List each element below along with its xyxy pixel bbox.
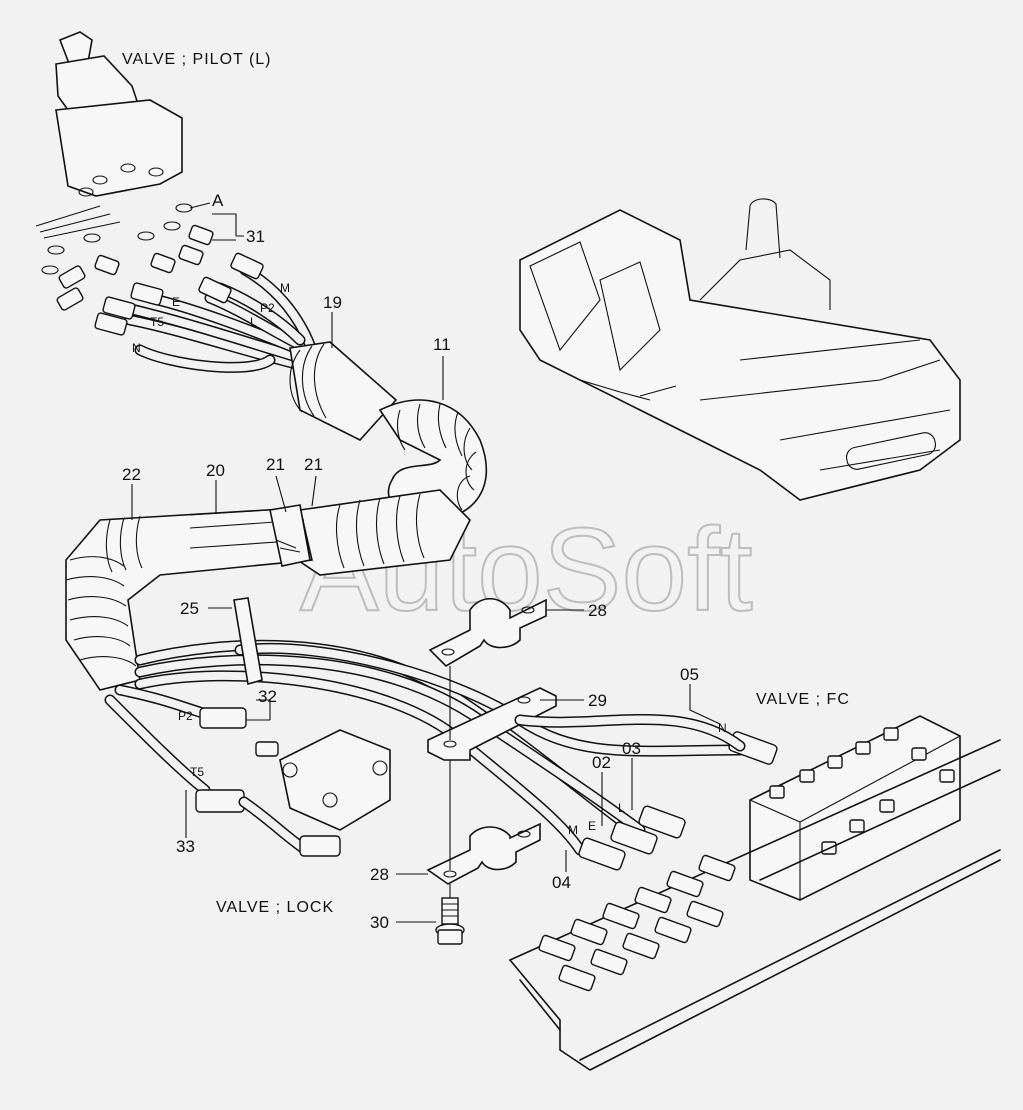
- lock-valve: [255, 729, 391, 857]
- plate-29: [427, 687, 557, 761]
- port-label-t5-top: T5: [150, 315, 164, 329]
- callout-30: 30: [370, 913, 389, 932]
- clamp-25: [233, 597, 263, 686]
- o-rings: [35, 203, 193, 275]
- callout-32: 32: [258, 687, 277, 706]
- excavator-inset: [519, 198, 961, 501]
- callout-28-upper: 28: [588, 601, 607, 620]
- callout-11: 11: [433, 335, 451, 354]
- port-label-n-top: N: [132, 341, 141, 355]
- fitting-t5: [195, 789, 245, 813]
- clamp-28-lower: [426, 822, 541, 885]
- port-label-l-top: L: [250, 315, 257, 329]
- callout-03: 03: [622, 739, 641, 758]
- frame-rail: [509, 739, 1001, 1071]
- callout-21-a: 21: [266, 455, 285, 474]
- port-label-n-fc: N: [718, 721, 727, 735]
- fc-fittings: [578, 731, 778, 871]
- callout-21-b: 21: [304, 455, 323, 474]
- fc-valve: [749, 715, 961, 901]
- port-label-a: A: [212, 191, 224, 210]
- port-label-p2-low: P2: [178, 709, 193, 723]
- callout-02: 02: [592, 753, 611, 772]
- port-label-l-fc: L: [618, 801, 625, 815]
- callout-22: 22: [122, 465, 141, 484]
- adapters: [56, 224, 214, 311]
- clamp-28-upper: [428, 597, 547, 668]
- callout-29: 29: [588, 691, 607, 710]
- callout-04: 04: [552, 873, 571, 892]
- callout-33: 33: [176, 837, 195, 856]
- callout-05: 05: [680, 665, 699, 684]
- port-label-m-fc: M: [568, 823, 578, 837]
- label-valve-fc: VALVE ; FC: [756, 691, 850, 708]
- sleeve-19: [289, 341, 398, 441]
- callout-20: 20: [206, 461, 225, 480]
- callout-19: 19: [323, 293, 342, 312]
- label-valve-pilot: VALVE ; PILOT (L): [122, 51, 272, 68]
- hose-bundle-top: [94, 252, 316, 373]
- pilot-valve: [55, 31, 183, 197]
- clamp-21: [269, 504, 311, 567]
- callout-28-lower: 28: [370, 865, 389, 884]
- port-label-e-fc: E: [588, 819, 596, 833]
- fitting-p2: [199, 707, 247, 729]
- callout-25: 25: [180, 599, 199, 618]
- bolt-30: [435, 897, 465, 945]
- port-label-p2-top: P2: [260, 301, 275, 315]
- label-valve-lock: VALVE ; LOCK: [216, 899, 334, 916]
- port-label-t5-low: T5: [190, 765, 204, 779]
- port-label-e-top: E: [172, 295, 180, 309]
- callout-31: 31: [246, 227, 265, 246]
- port-label-m-top: M: [280, 281, 290, 295]
